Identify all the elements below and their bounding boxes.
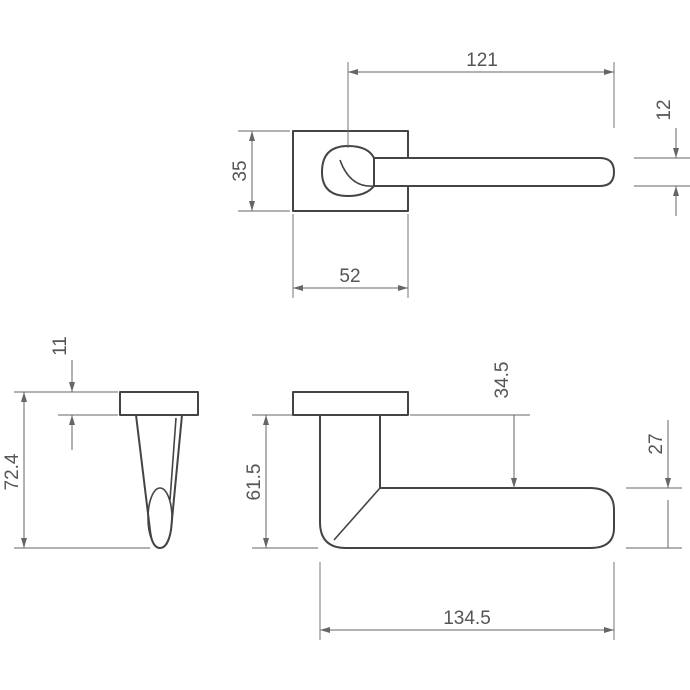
dim-top-grip-thickness: 12 <box>634 99 690 216</box>
top-lever <box>341 157 615 187</box>
top-view <box>292 130 615 212</box>
side-lever-edge <box>169 417 177 501</box>
dim-label-72-4: 72.4 <box>2 453 23 490</box>
front-lever <box>319 414 615 549</box>
dim-front-grip-height: 27 <box>626 420 682 549</box>
dim-label-11: 11 <box>50 336 71 356</box>
dim-label-121: 121 <box>466 50 498 71</box>
dim-front-lever-length: 134.5 <box>319 562 615 640</box>
dim-label-27: 27 <box>646 433 667 454</box>
top-lever-curve <box>339 159 375 187</box>
side-view <box>119 391 199 549</box>
side-rose <box>119 391 199 416</box>
dim-front-lever-drop: 34.5 <box>410 362 530 488</box>
dim-side-rose-thickness: 11 <box>50 336 118 450</box>
dim-label-34-5: 34.5 <box>492 362 513 399</box>
dim-top-lever-length: 121 <box>347 50 615 148</box>
dim-top-rose-height: 35 <box>230 130 290 212</box>
dim-top-rose-width: 52 <box>292 214 409 298</box>
dim-label-35: 35 <box>230 160 251 181</box>
front-rose <box>292 391 409 416</box>
front-lever-bevel <box>333 487 381 541</box>
dim-label-52: 52 <box>339 266 360 287</box>
dim-label-61-5: 61.5 <box>244 464 265 501</box>
dim-label-12: 12 <box>654 99 675 120</box>
dim-front-rose-to-bottom: 61.5 <box>244 414 318 549</box>
dim-side-total-height: 72.4 <box>2 391 150 549</box>
dim-label-134-5: 134.5 <box>443 608 491 629</box>
top-lever-neck <box>321 145 375 197</box>
side-lever-end <box>147 487 173 549</box>
front-view <box>292 391 615 549</box>
